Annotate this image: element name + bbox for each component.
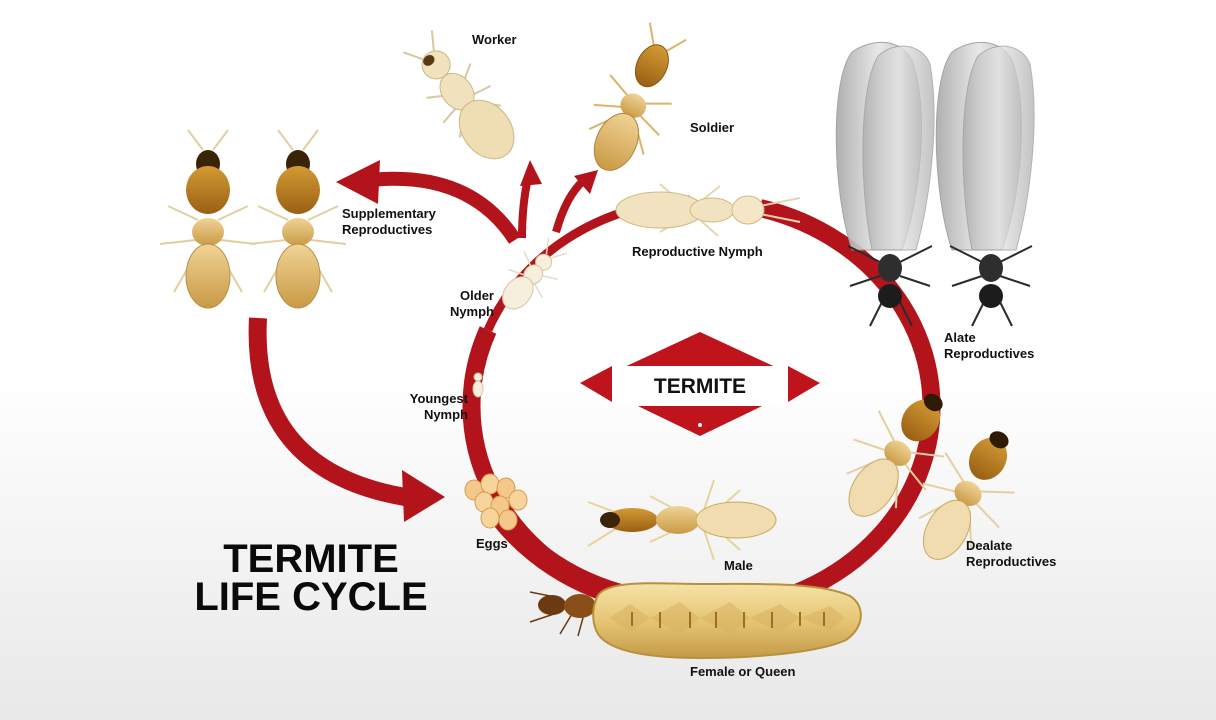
alate-termite-icon <box>836 42 1034 326</box>
label-dealate: Dealate Reproductives <box>966 538 1056 570</box>
label-reproductive-nymph: Reproductive Nymph <box>632 244 763 260</box>
male-termite-icon <box>588 480 776 560</box>
label-supplementary: Supplementary Reproductives <box>342 206 436 238</box>
title-line-1: TERMITE <box>182 540 440 578</box>
label-queen: Female or Queen <box>690 664 795 680</box>
label-soldier: Soldier <box>690 120 734 136</box>
queen-termite-icon <box>530 583 861 658</box>
diagram-title: TERMITE LIFE CYCLE <box>182 540 440 616</box>
youngest-nymph-icon <box>473 373 483 397</box>
supplementary-reproductive-icon <box>160 130 346 308</box>
label-worker: Worker <box>472 32 517 48</box>
arrow-to-worker <box>520 160 542 238</box>
label-male: Male <box>724 558 753 574</box>
soldier-termite-icon <box>571 16 700 184</box>
label-alate: Alate Reproductives <box>944 330 1034 362</box>
label-older-nymph: Older Nymph <box>430 288 494 320</box>
label-youngest-nymph: Youngest Nymph <box>392 391 468 423</box>
label-eggs: Eggs <box>476 536 508 552</box>
title-line-2: LIFE CYCLE <box>182 578 440 616</box>
badge-label: TERMITE <box>611 374 789 400</box>
